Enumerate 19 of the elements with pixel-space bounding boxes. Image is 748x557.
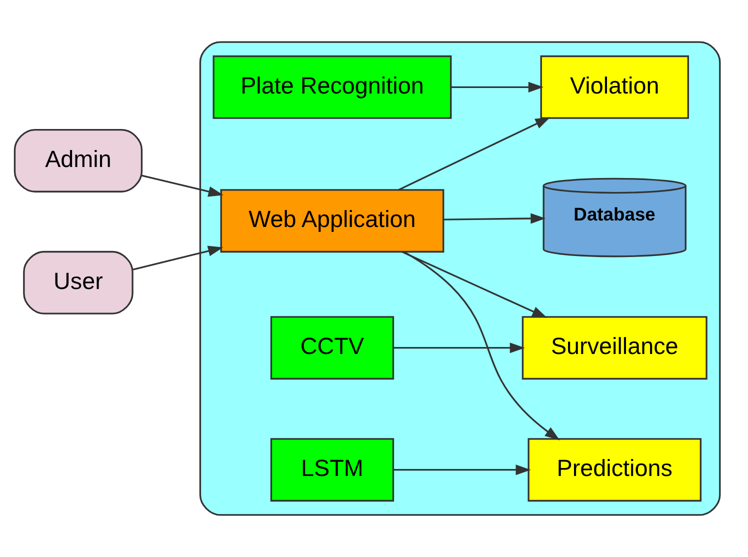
arrow <box>132 246 224 270</box>
node-box: CCTV <box>270 316 394 380</box>
arrow <box>451 82 544 92</box>
node-box: Web Application <box>220 189 444 253</box>
node-box: LSTM <box>270 438 394 502</box>
node-box: Admin <box>14 128 143 192</box>
arrow <box>142 174 224 197</box>
node-box: Violation <box>540 55 689 119</box>
node-box: User <box>23 250 134 314</box>
arrow <box>402 251 548 318</box>
node-box: Plate Recognition <box>212 55 452 119</box>
node-box: Predictions <box>528 438 702 502</box>
arrow <box>443 213 546 224</box>
arrow <box>398 117 550 191</box>
arrow <box>394 342 525 354</box>
cluster <box>199 41 721 516</box>
arrow <box>394 464 531 476</box>
arrow <box>404 251 560 440</box>
node-box: Surveillance <box>522 316 708 380</box>
